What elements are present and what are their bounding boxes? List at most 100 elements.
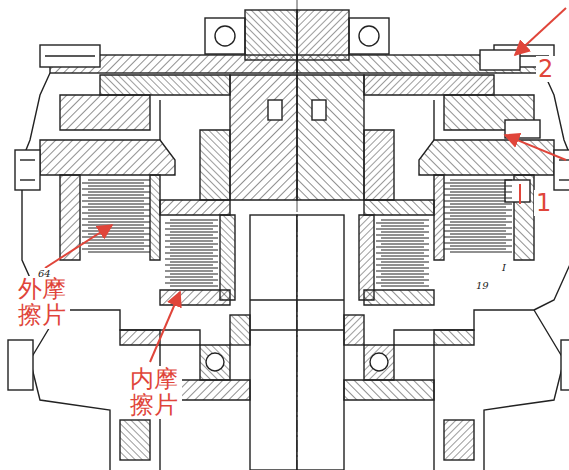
- friction-plate: [170, 261, 218, 262]
- friction-plate: [165, 252, 213, 253]
- friction-plate: [444, 218, 506, 219]
- friction-plate: [82, 248, 144, 249]
- friction-plate: [165, 270, 213, 271]
- friction-plate: [376, 234, 424, 235]
- friction-plate: [170, 255, 218, 256]
- friction-plate: [450, 185, 512, 186]
- friction-plate: [450, 191, 512, 192]
- friction-plate: [82, 212, 144, 213]
- friction-plate: [376, 270, 424, 271]
- friction-plate: [88, 251, 150, 252]
- friction-plate: [450, 197, 512, 198]
- friction-plate: [444, 194, 506, 195]
- friction-plate: [88, 179, 150, 180]
- friction-plate: [450, 215, 512, 216]
- friction-plate: [170, 243, 218, 244]
- friction-plate: [170, 219, 218, 220]
- friction-plate: [381, 249, 429, 250]
- friction-plate: [88, 221, 150, 222]
- friction-plate: [88, 209, 150, 210]
- friction-plate: [444, 206, 506, 207]
- friction-plate: [381, 267, 429, 268]
- friction-plate: [444, 248, 506, 249]
- friction-plate: [381, 219, 429, 220]
- friction-plate: [165, 282, 213, 283]
- friction-plate: [376, 246, 424, 247]
- friction-plate: [88, 191, 150, 192]
- friction-plate: [444, 224, 506, 225]
- part-label: 内摩擦片: [128, 366, 182, 419]
- friction-plate: [82, 194, 144, 195]
- friction-plate: [450, 233, 512, 234]
- friction-plate: [381, 273, 429, 274]
- friction-plate: [170, 225, 218, 226]
- callout-number: 19: [474, 280, 491, 291]
- friction-plate: [165, 246, 213, 247]
- friction-plate: [381, 231, 429, 232]
- friction-plate: [165, 222, 213, 223]
- friction-plate: [82, 218, 144, 219]
- friction-plate: [88, 185, 150, 186]
- friction-plate: [376, 240, 424, 241]
- friction-plate: [450, 209, 512, 210]
- friction-plate: [450, 251, 512, 252]
- friction-plate: [381, 285, 429, 286]
- friction-plate: [376, 228, 424, 229]
- friction-plate: [88, 215, 150, 216]
- friction-plate: [376, 282, 424, 283]
- friction-plate: [381, 255, 429, 256]
- friction-plate: [165, 228, 213, 229]
- friction-plate: [88, 245, 150, 246]
- friction-plate: [450, 179, 512, 180]
- friction-plate: [376, 264, 424, 265]
- friction-plate: [165, 276, 213, 277]
- friction-plate: [381, 279, 429, 280]
- friction-plate: [170, 249, 218, 250]
- friction-plate: [450, 227, 512, 228]
- friction-plate: [170, 273, 218, 274]
- friction-plate: [444, 182, 506, 183]
- friction-plate: [381, 225, 429, 226]
- friction-plate: [376, 258, 424, 259]
- callout-number: 2: [536, 56, 555, 82]
- section-mark: I: [500, 262, 508, 273]
- friction-plate: [381, 243, 429, 244]
- friction-plate: [444, 188, 506, 189]
- friction-plate: [444, 200, 506, 201]
- friction-plate: [170, 285, 218, 286]
- friction-plate: [165, 264, 213, 265]
- friction-plate: [381, 261, 429, 262]
- friction-plate: [165, 234, 213, 235]
- friction-plate: [82, 230, 144, 231]
- friction-plate: [170, 231, 218, 232]
- friction-plate: [444, 230, 506, 231]
- friction-plate: [82, 188, 144, 189]
- part-label: 外摩擦片: [16, 276, 70, 329]
- friction-plate: [88, 227, 150, 228]
- friction-plate: [88, 239, 150, 240]
- dimension-mark: 64: [36, 268, 53, 279]
- friction-plate: [170, 267, 218, 268]
- friction-plate: [450, 245, 512, 246]
- friction-plate: [82, 206, 144, 207]
- friction-plate: [444, 242, 506, 243]
- friction-plate: [450, 239, 512, 240]
- friction-plate: [88, 203, 150, 204]
- friction-plate: [381, 237, 429, 238]
- friction-plate: [376, 222, 424, 223]
- friction-plate: [450, 203, 512, 204]
- friction-plate: [450, 221, 512, 222]
- friction-plate: [376, 252, 424, 253]
- friction-plate: [82, 224, 144, 225]
- friction-plate: [170, 279, 218, 280]
- friction-plate: [444, 236, 506, 237]
- friction-plate: [376, 276, 424, 277]
- friction-plate: [82, 182, 144, 183]
- friction-plate: [82, 242, 144, 243]
- friction-plate: [88, 197, 150, 198]
- friction-plate: [165, 240, 213, 241]
- friction-plate: [82, 200, 144, 201]
- friction-plate: [170, 237, 218, 238]
- callout-number: 1: [534, 190, 553, 216]
